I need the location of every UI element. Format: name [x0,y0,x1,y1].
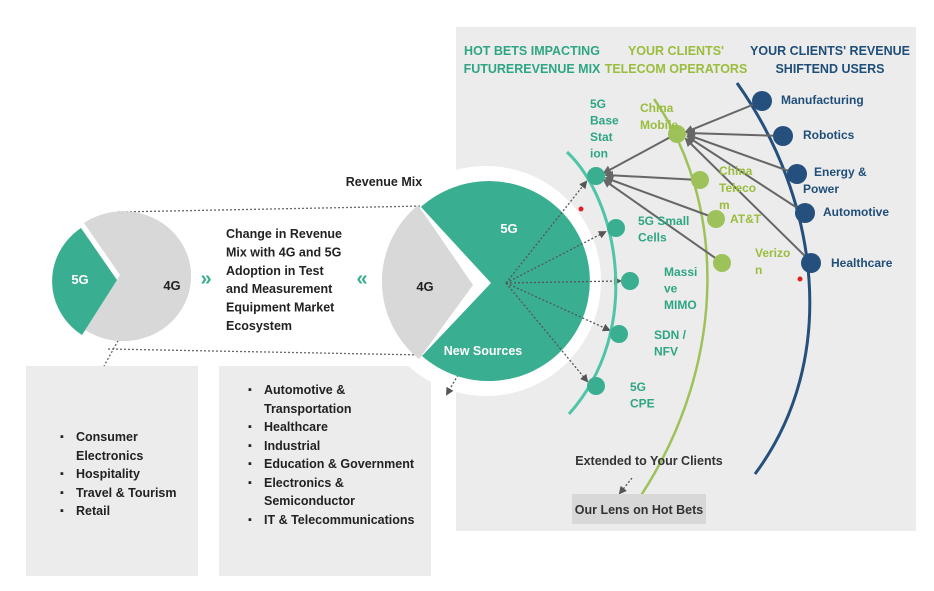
extended-to-clients-label: Extended to Your Clients [575,454,723,468]
chevron-left-icon: « [356,268,367,290]
end-user-label-energy-power: Energy &Power [803,165,867,196]
lens-arrow [618,477,633,495]
middle-box-item: Healthcare [244,418,428,437]
hot-bet-nodes [587,167,639,395]
hot-bet-rays [505,180,622,383]
operators-column-title: YOUR CLIENTS'TELECOM OPERATORS [605,44,748,76]
operators-arc [638,98,709,498]
left-box-item: Hospitality [56,465,194,484]
revenue-pie-4g-slice [381,205,473,359]
middle-box-item: IT & Telecommunications [244,511,428,530]
end-users-arc [735,82,812,475]
left-pie-5g-label: 5G [71,272,88,287]
left-box-list: Consumer ElectronicsHospitalityTravel & … [56,428,194,521]
left-box-item: Consumer Electronics [56,428,194,465]
revenue-pie-5g-slice [421,181,590,382]
middle-box-list: Automotive & TransportationHealthcareInd… [244,381,428,529]
left-pie-4g-slice [84,211,192,342]
end-user-label-automotive: Automotive [823,205,889,219]
revenue-mix-title: Revenue Mix [346,175,422,189]
left-box-item: Retail [56,502,194,521]
red-dot-marker [578,206,584,212]
middle-box-item: Electronics & Semiconductor [244,474,428,511]
end-user-label-robotics: Robotics [803,128,855,142]
chevron-right-icon: » [200,268,211,290]
flow-arrows [602,100,812,263]
left-pie-5g-slice [52,228,118,335]
our-lens-button-label[interactable]: Our Lens on Hot Bets [575,503,704,517]
middle-box-item: Education & Government [244,455,428,474]
middle-box-item: Automotive & Transportation [244,381,428,418]
operator-nodes [668,125,731,272]
middle-box-item: Industrial [244,437,428,456]
top-connector-line [117,205,425,213]
left-box-connector [103,336,121,367]
operator-label-att: AT&T [730,212,762,226]
left-pie-4g-label: 4G [163,278,180,293]
left-box-item: Travel & Tourism [56,484,194,503]
our-lens-button[interactable]: Our Lens on Hot Bets [572,494,706,524]
end-user-label-healthcare: Healthcare [831,256,893,270]
end-user-nodes [752,91,821,273]
bottom-connector-line [107,348,425,356]
hot-bet-label-sdn-nfv: SDN /NFV [654,328,687,359]
new-sources-label: New Sources [444,344,523,358]
revenue-pie-5g-label: 5G [500,221,517,236]
our-lens-button-bg[interactable] [572,494,706,524]
red-dot-marker [797,276,803,282]
revenue-pie-4g-label: 4G [416,279,433,294]
end-user-label-manufacturing: Manufacturing [781,93,864,107]
